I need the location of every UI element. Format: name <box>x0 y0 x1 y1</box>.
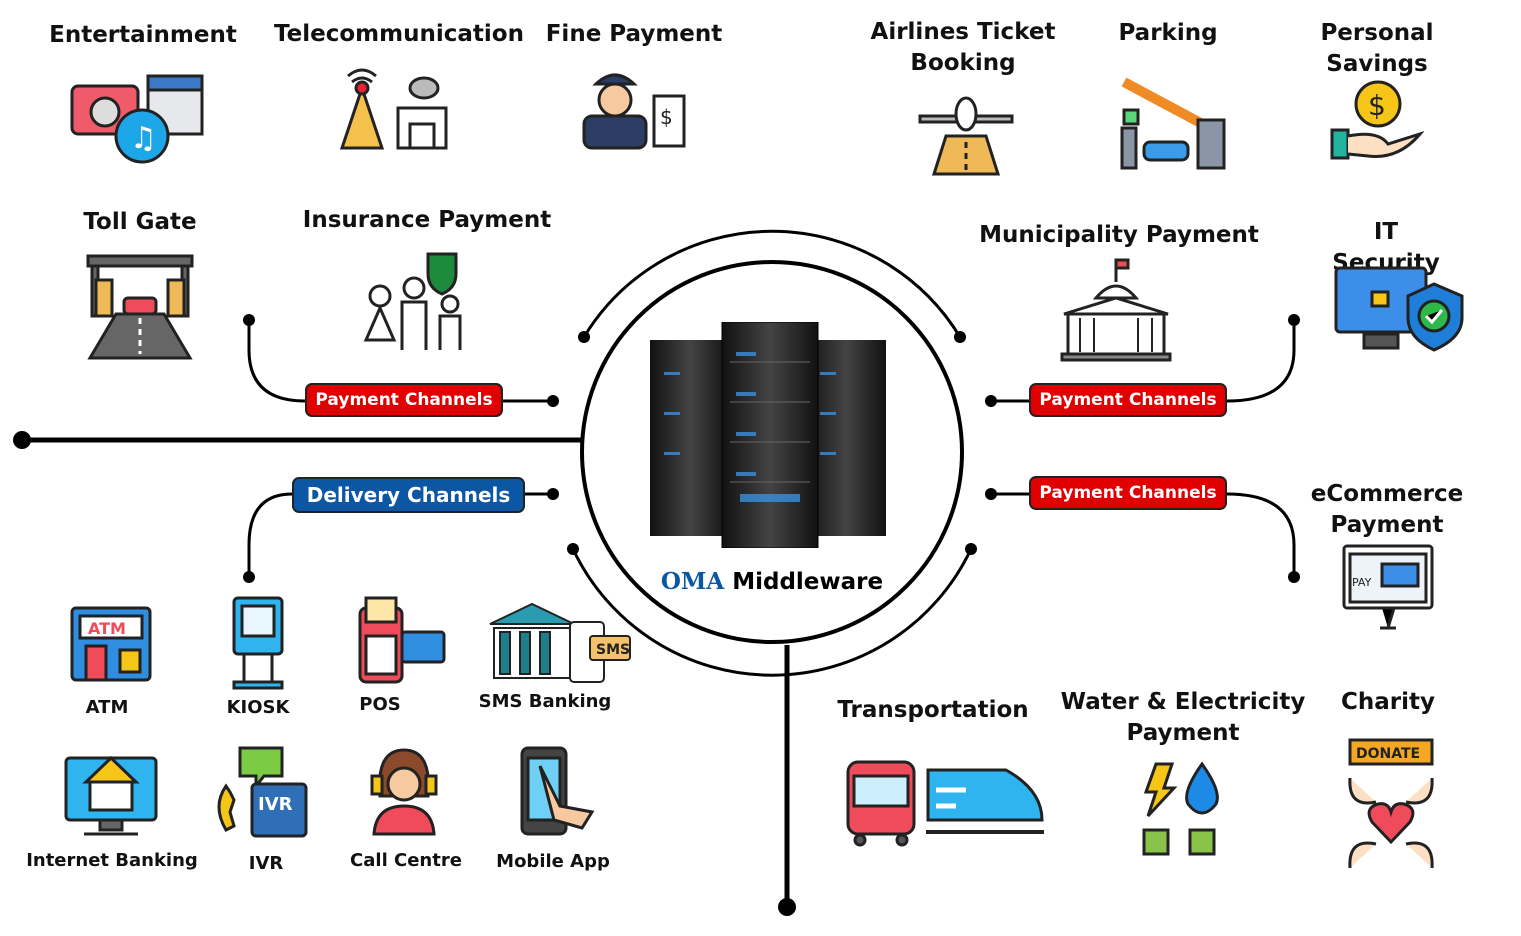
label-atm: ATM <box>85 697 129 718</box>
center-ring <box>580 260 964 644</box>
pay-text: PAY <box>1352 576 1372 589</box>
it-security-monitor-icon <box>1334 266 1464 352</box>
police-officer-icon: $ <box>582 73 686 150</box>
payment-channels-badge-left: Payment Channels <box>305 383 503 417</box>
label-telecommunication: Telecommunication <box>274 21 524 47</box>
airplane-runway-icon <box>918 96 1014 176</box>
label-sms-banking: SMS Banking <box>478 691 612 712</box>
bus-train-icon <box>846 760 1044 847</box>
label-entertainment: Entertainment <box>49 22 237 48</box>
ivr-text: IVR <box>258 794 293 815</box>
donate-text: DONATE <box>1356 746 1420 762</box>
label-call-centre: Call Centre <box>350 850 462 871</box>
label-municipality: Municipality Payment <box>979 222 1259 248</box>
label-personal-savings: Personal Savings <box>1320 20 1434 77</box>
svg-text:♫: ♫ <box>130 121 157 156</box>
label-transportation: Transportation <box>837 697 1029 723</box>
label-charity: Charity <box>1341 689 1435 715</box>
label-parking: Parking <box>1118 20 1218 46</box>
svg-text:$: $ <box>660 105 673 129</box>
payment-channels-badge-right-bottom: Payment Channels <box>1029 476 1227 510</box>
telecom-tower-icon <box>339 68 448 150</box>
label-airlines: Airlines Ticket Booking <box>870 19 1056 76</box>
savings-hand-icon: $ <box>1330 80 1424 160</box>
donate-heart-hands-icon: DONATE <box>1348 738 1434 869</box>
sms-banking-icon: SMS <box>489 602 631 683</box>
kiosk-icon <box>232 596 284 690</box>
parking-barrier-icon <box>1120 77 1226 170</box>
internet-banking-icon <box>64 755 158 836</box>
family-insurance-icon <box>363 252 462 350</box>
center-title: OMA Middleware <box>661 568 883 595</box>
municipality-building-icon <box>1060 258 1172 362</box>
outer-arc-bottom <box>571 548 973 677</box>
server-rack-icon <box>650 322 886 548</box>
label-ecommerce: eCommerce Payment <box>1310 481 1464 538</box>
camera-music-icon: ♫ <box>70 74 204 164</box>
delivery-channels-badge: Delivery Channels <box>292 477 525 513</box>
mobile-app-icon <box>520 746 595 836</box>
middleware-label: Middleware <box>732 569 884 595</box>
atm-text: ATM <box>88 619 126 638</box>
toll-gate-icon <box>86 254 194 360</box>
svg-text:$: $ <box>1368 89 1386 122</box>
label-toll-gate: Toll Gate <box>83 209 197 235</box>
label-fine-payment: Fine Payment <box>545 21 723 47</box>
ivr-phone-icon: IVR <box>217 746 308 838</box>
electricity-water-icon <box>1142 761 1219 856</box>
label-ivr: IVR <box>248 853 284 874</box>
ecommerce-pay-monitor-icon: PAY <box>1342 544 1434 630</box>
sms-text: SMS <box>596 642 630 658</box>
atm-machine-icon: ATM <box>70 606 152 682</box>
call-centre-agent-icon <box>370 748 438 836</box>
payment-channels-badge-right-top: Payment Channels <box>1029 383 1227 417</box>
label-internet-banking: Internet Banking <box>26 850 198 871</box>
label-mobile-app: Mobile App <box>496 851 610 872</box>
label-insurance: Insurance Payment <box>302 207 552 233</box>
label-pos: POS <box>359 694 401 715</box>
outer-arc-top <box>582 229 962 338</box>
label-kiosk: KIOSK <box>226 697 290 718</box>
label-water-electricity: Water & Electricity Payment <box>1060 689 1306 746</box>
pos-terminal-icon <box>358 596 446 684</box>
oma-brand: OMA <box>660 568 725 595</box>
